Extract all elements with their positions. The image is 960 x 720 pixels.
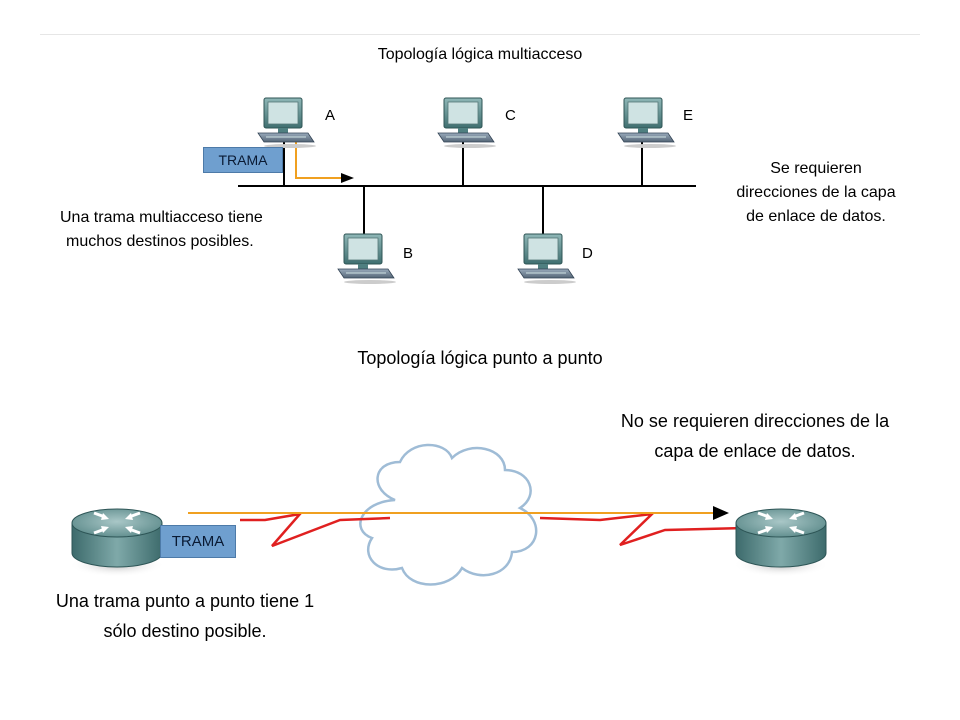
serial-link-icon xyxy=(539,512,746,547)
workstation-icon xyxy=(617,97,677,149)
arrow-icon xyxy=(713,506,729,520)
workstation-icon xyxy=(517,233,577,285)
node-label-a: A xyxy=(325,107,336,124)
router-icon xyxy=(67,507,167,579)
workstation-icon xyxy=(437,97,497,149)
node-label-c: C xyxy=(505,107,516,124)
point-to-point-left-note: Una trama punto a punto tiene 1 sólo des… xyxy=(55,591,315,641)
node-label-e: E xyxy=(683,107,694,124)
node-label-d: D xyxy=(582,245,593,262)
multiaccess-left-note: Una trama multiacceso tiene muchos desti… xyxy=(60,209,263,250)
arrow-icon xyxy=(341,173,354,183)
header-divider xyxy=(40,34,920,35)
frame-path xyxy=(295,142,342,179)
router-icon xyxy=(731,507,831,579)
multiaccess-right-note: Se requieren direcciones de la capa de e… xyxy=(736,160,896,225)
frame-label: TRAMA xyxy=(160,525,236,558)
workstation-icon xyxy=(337,233,397,285)
node-label-b: B xyxy=(403,245,414,262)
point-to-point-title: Topología lógica punto a punto xyxy=(357,348,603,368)
serial-link-icon xyxy=(240,512,391,548)
multiaccess-title: Topología lógica multiacceso xyxy=(377,46,583,63)
workstation-icon xyxy=(257,97,317,149)
frame-label: TRAMA xyxy=(203,147,283,173)
cloud-icon xyxy=(359,443,538,586)
point-to-point-right-note: No se requieren direcciones de la capa d… xyxy=(620,411,890,461)
